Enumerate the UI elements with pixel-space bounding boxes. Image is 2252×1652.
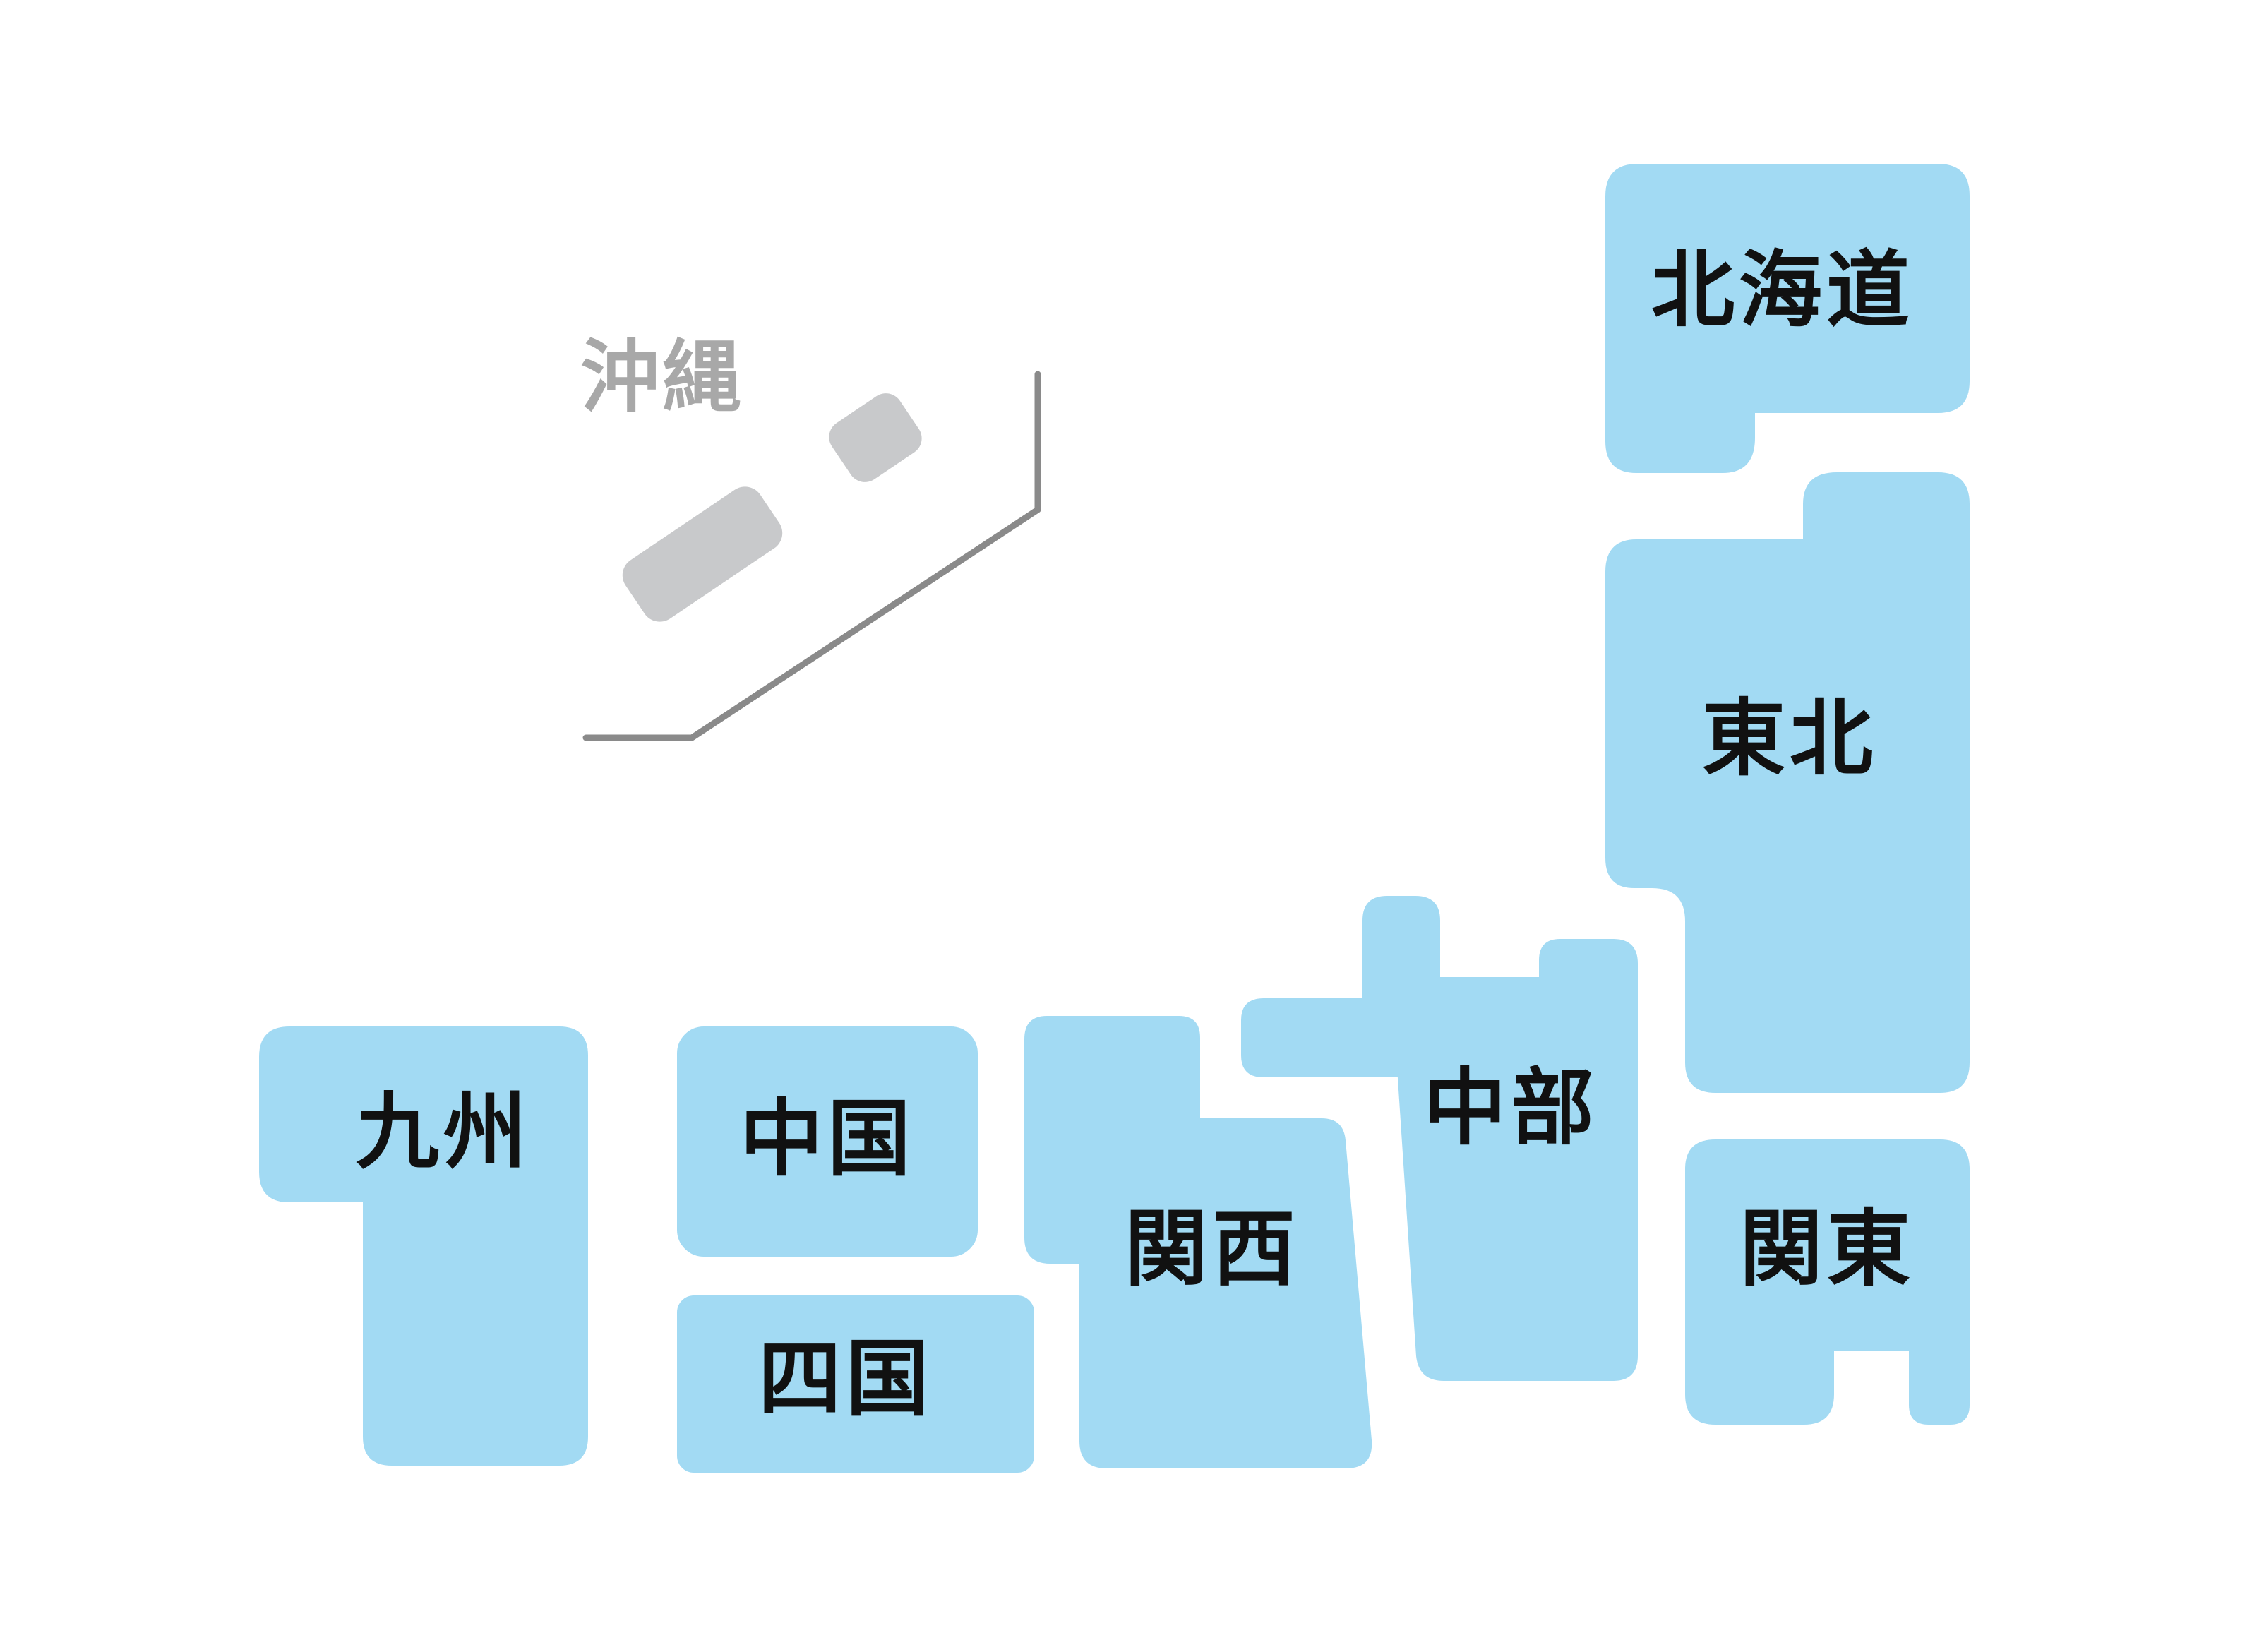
region-shape-chugoku[interactable] — [674, 1024, 981, 1259]
region-chubu[interactable]: 中部 — [1238, 893, 1641, 1384]
region-shape-kansai[interactable] — [1022, 1013, 1375, 1471]
region-shape-kyushu[interactable] — [256, 1024, 591, 1468]
region-hokkaido[interactable]: 北海道 — [1603, 161, 1972, 476]
region-label-chubu: 中部 — [1423, 1059, 1598, 1156]
region-label-chugoku: 中国 — [740, 1090, 915, 1187]
region-shape-hokkaido[interactable] — [1603, 161, 1972, 476]
region-label-hokkaido: 北海道 — [1651, 241, 1914, 339]
region-shikoku[interactable]: 四国 — [674, 1293, 1037, 1476]
region-shape-shikoku[interactable] — [674, 1293, 1037, 1476]
region-shape-tohoku[interactable] — [1603, 469, 1972, 1096]
region-kanto[interactable]: 関東 — [1682, 1137, 1972, 1427]
okinawa-inset-divider — [582, 371, 1041, 741]
okinawa-island-large[interactable] — [616, 479, 790, 629]
region-shape-kanto[interactable] — [1682, 1137, 1972, 1427]
region-label-tohoku: 東北 — [1702, 690, 1877, 787]
region-chugoku[interactable]: 中国 — [674, 1024, 981, 1259]
region-kansai[interactable]: 関西 — [1022, 1013, 1375, 1471]
region-kyushu[interactable]: 九州 — [256, 1024, 591, 1468]
region-label-okinawa: 沖縄 — [580, 332, 744, 424]
okinawa-island-small[interactable] — [822, 387, 928, 489]
region-label-kyushu: 九州 — [356, 1083, 531, 1180]
region-label-kanto: 関東 — [1739, 1200, 1915, 1298]
region-label-shikoku: 四国 — [758, 1330, 933, 1427]
region-shape-chubu[interactable] — [1238, 893, 1641, 1384]
okinawa-inset[interactable]: 沖縄 — [580, 332, 1041, 741]
region-tohoku[interactable]: 東北 — [1603, 469, 1972, 1096]
region-label-kansai: 関西 — [1125, 1200, 1300, 1298]
